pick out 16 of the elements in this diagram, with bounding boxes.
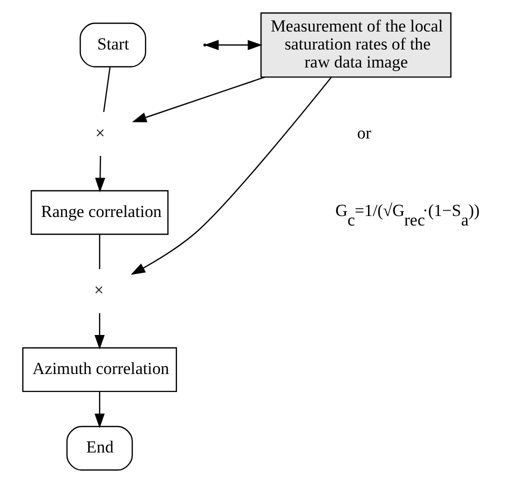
node-box: Measurement of the local saturation rates of the raw data image (260, 12, 451, 78)
node-box: Range correlation (30, 190, 168, 235)
label: or (356, 123, 371, 142)
node-text: × (94, 123, 104, 142)
arrow (94, 313, 104, 350)
node-box: Azimuth correlation (22, 347, 176, 392)
arrow (132, 76, 265, 122)
node-box: End (66, 426, 132, 471)
arrow (94, 156, 105, 192)
connector (102, 67, 110, 112)
arrow (204, 40, 262, 50)
node-text: × (94, 280, 104, 300)
connector (98, 234, 100, 270)
arrow (94, 392, 104, 428)
node-box: Start (79, 22, 146, 68)
arrow (130, 76, 332, 275)
